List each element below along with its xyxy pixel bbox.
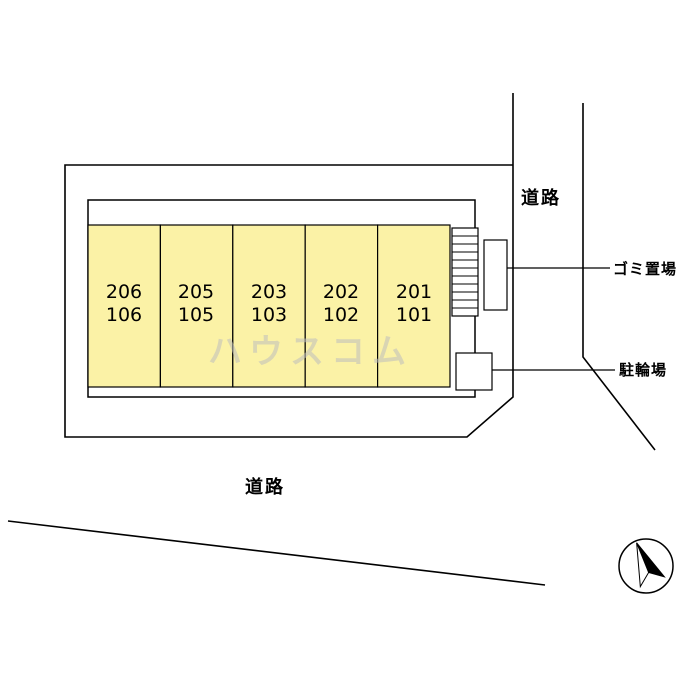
unit-upper-number: 203 — [250, 281, 288, 303]
unit-upper-number: 206 — [105, 281, 143, 303]
north-arrow-icon — [618, 538, 674, 594]
unit-lower-number: 103 — [250, 304, 288, 326]
watermark-text: ハウスコム — [208, 332, 413, 372]
unit-lower-number: 106 — [105, 304, 143, 326]
bicycle-area-box — [455, 352, 493, 391]
unit-upper-number: 202 — [322, 281, 360, 303]
stairs-icon — [451, 227, 479, 317]
road-edge-bottom — [7, 520, 546, 586]
stairs-steps — [452, 235, 478, 309]
unit-cell-202 — [304, 224, 379, 388]
road-edge-right — [582, 103, 656, 451]
unit-lower-number: 101 — [395, 304, 433, 326]
road-label-right: 道路 — [521, 188, 561, 209]
unit-label-203-103: 203 103 — [233, 281, 305, 327]
unit-cell-201 — [377, 224, 451, 388]
bicycle-area-label: 駐輪場 — [619, 361, 668, 379]
unit-label-205-105: 205 105 — [160, 281, 232, 327]
plot-boundary — [64, 93, 514, 438]
garbage-area-box — [483, 239, 508, 311]
unit-upper-number: 205 — [177, 281, 215, 303]
unit-lower-number: 102 — [322, 304, 360, 326]
unit-cell-203 — [232, 224, 306, 388]
unit-label-201-101: 201 101 — [378, 281, 450, 327]
road-label-bottom: 道路 — [245, 477, 285, 498]
unit-label-206-106: 206 106 — [88, 281, 160, 327]
unit-label-202-102: 202 102 — [305, 281, 377, 327]
unit-cell-205 — [159, 224, 234, 388]
unit-lower-number: 105 — [177, 304, 215, 326]
unit-upper-number: 201 — [395, 281, 433, 303]
garbage-area-label: ゴミ置場 — [613, 260, 678, 278]
unit-cell-206 — [87, 224, 162, 388]
